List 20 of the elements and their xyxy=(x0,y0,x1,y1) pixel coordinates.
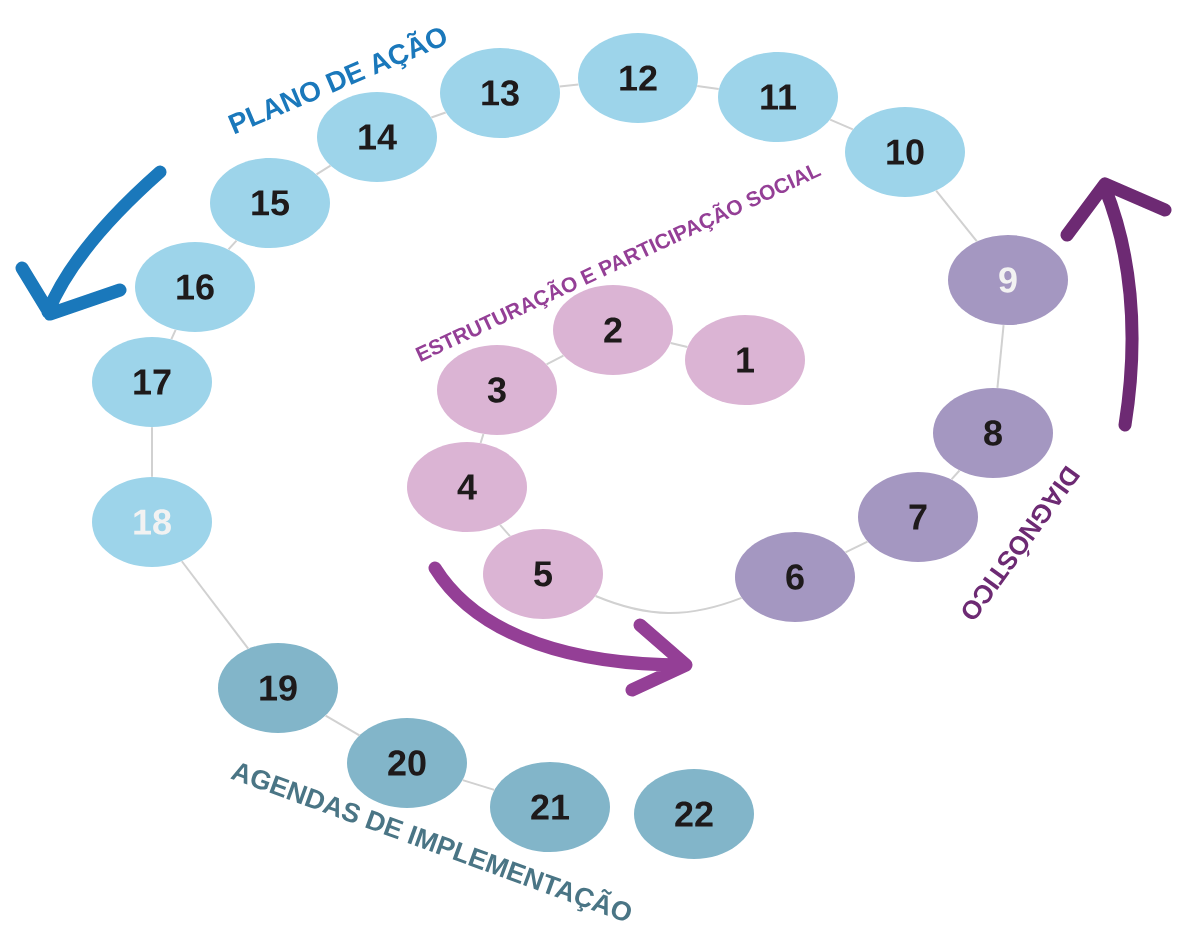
connector-line xyxy=(996,324,1005,389)
connector-line xyxy=(315,164,332,176)
connector-line xyxy=(430,111,447,119)
connector-line xyxy=(545,354,565,366)
connector-line xyxy=(844,540,869,554)
connector-line xyxy=(950,469,961,481)
connector-line xyxy=(594,595,743,614)
connector-line xyxy=(499,523,511,538)
connector-line xyxy=(669,342,689,348)
connector-line xyxy=(151,426,153,478)
connector-line xyxy=(829,118,854,131)
connector-line xyxy=(461,779,496,791)
connector-line xyxy=(227,239,238,251)
connector-line xyxy=(324,714,361,737)
connector-line xyxy=(180,560,250,650)
connector-line xyxy=(479,433,485,444)
connector-line xyxy=(935,189,978,243)
connector-line xyxy=(558,83,580,88)
connector-line xyxy=(696,85,720,90)
connector-line xyxy=(170,328,177,341)
